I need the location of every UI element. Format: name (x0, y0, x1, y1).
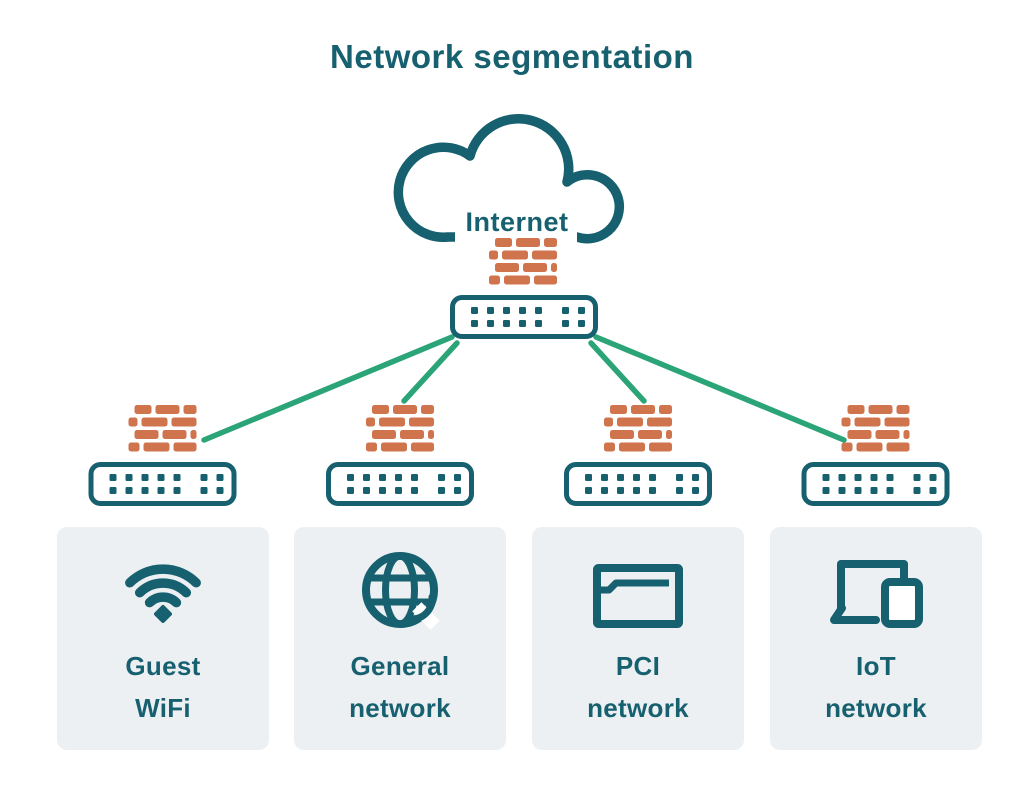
segment-card-pci-network: PCI network (532, 527, 744, 750)
segment-card-iot-network: IoT network (770, 527, 982, 750)
internet-cloud: Internet (393, 114, 625, 246)
segment-firewall-icon-general-network (366, 405, 434, 452)
segment-switch-icon-guest-wifi (91, 465, 234, 504)
segment-switch-icon-iot-network (804, 465, 947, 504)
segment-label-guest-wifi: Guest WiFi (125, 651, 201, 723)
segment-label-iot-network: IoT network (825, 651, 927, 723)
page-title: Network segmentation (330, 38, 694, 75)
segment-switch-icon-pci-network (567, 465, 710, 504)
segment-firewall-icon-pci-network (604, 405, 672, 452)
segment-label-general-network: General network (349, 651, 451, 723)
diagram-svg: Internet (0, 114, 1024, 520)
segment-firewall-icon-guest-wifi (128, 405, 197, 452)
iot-devices-icon (830, 560, 923, 628)
segment-card-guest-wifi: Guest WiFi (57, 527, 269, 750)
cloud-icon (393, 114, 625, 244)
link-line-pci-network (588, 340, 647, 404)
core-links (201, 334, 847, 443)
credit-card-icon (593, 564, 683, 628)
segment-label-pci-network: PCI network (587, 651, 689, 723)
link-line-guest-wifi (201, 334, 455, 443)
core-switch-icon (453, 298, 596, 337)
internet-label: Internet (465, 207, 568, 237)
link-line-general-network (401, 340, 460, 404)
core-firewall-icon (489, 238, 557, 285)
wifi-icon (125, 564, 201, 623)
link-line-iot-network (593, 334, 847, 443)
globe-icon (362, 552, 440, 630)
segment-card-general-network: General network (294, 527, 506, 750)
segment-switch-icon-general-network (329, 465, 472, 504)
segment-firewall-icon-iot-network (841, 405, 910, 452)
